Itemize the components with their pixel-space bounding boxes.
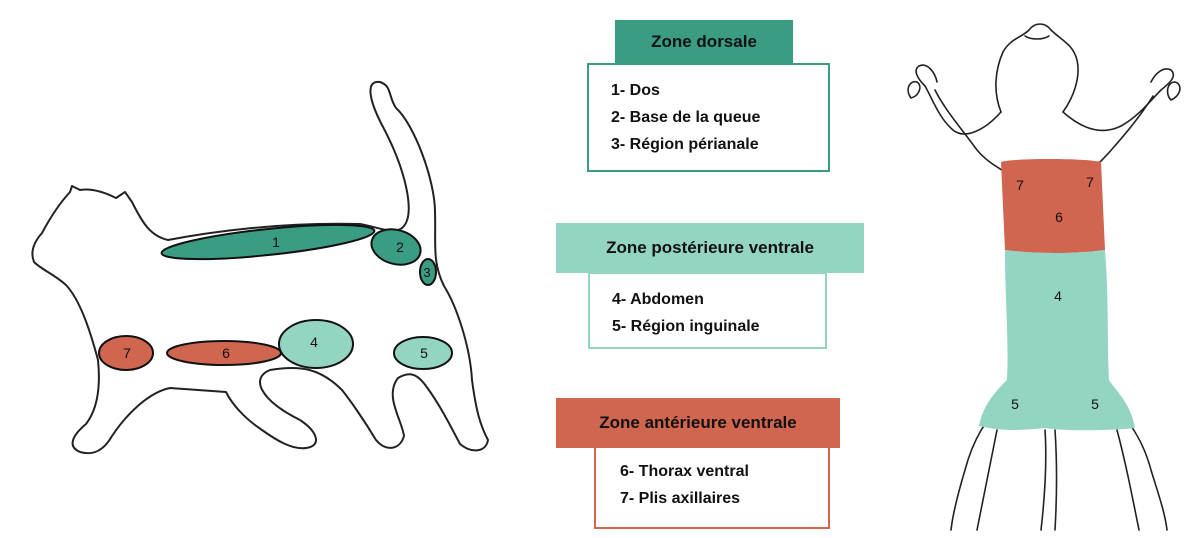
side-label-4: 4: [310, 334, 318, 350]
zone-anterior-ventral-item-1: 6- Thorax ventral: [620, 458, 828, 485]
zone-dorsal-items-box: 1- Dos 2- Base de la queue 3- Région pér…: [587, 63, 830, 172]
zone-dorsal-item-1: 1- Dos: [611, 77, 828, 104]
cat-side-view: 1 2 3 4 5 6 7: [0, 0, 520, 538]
zone-posterior-ventral-header: Zone postérieure ventrale: [556, 223, 864, 273]
zone-dorsal-item-2: 2- Base de la queue: [611, 104, 828, 131]
side-label-5: 5: [420, 345, 428, 361]
zone-posterior-ventral-items-box: 4- Abdomen 5- Région inguinale: [588, 272, 827, 349]
ventral-label-7-left: 7: [1016, 177, 1024, 193]
side-marker-1-back: [160, 218, 376, 266]
side-label-1: 1: [272, 234, 280, 250]
ventral-label-4: 4: [1054, 288, 1062, 304]
zone-anterior-ventral-item-2: 7- Plis axillaires: [620, 485, 828, 512]
ventral-label-5-left: 5: [1011, 396, 1019, 412]
zone-dorsal-header: Zone dorsale: [615, 20, 793, 64]
zone-dorsal-item-3: 3- Région périanale: [611, 131, 828, 158]
ventral-label-6: 6: [1055, 209, 1063, 225]
zone-anterior-ventral-items-box: 6- Thorax ventral 7- Plis axillaires: [594, 446, 830, 529]
ventral-label-7-right: 7: [1086, 174, 1094, 190]
side-label-3: 3: [423, 265, 430, 280]
side-label-2: 2: [396, 239, 404, 255]
zone-posterior-ventral-item-1: 4- Abdomen: [612, 286, 825, 313]
ventral-abdomen-region: [979, 250, 1135, 430]
side-label-6: 6: [222, 345, 230, 361]
cat-ventral-view: 7 7 6 4 5 5: [895, 0, 1185, 538]
zone-posterior-ventral-item-2: 5- Région inguinale: [612, 313, 825, 340]
ventral-label-5-right: 5: [1091, 396, 1099, 412]
zone-anterior-ventral-header: Zone antérieure ventrale: [556, 398, 840, 448]
side-label-7: 7: [123, 345, 131, 361]
